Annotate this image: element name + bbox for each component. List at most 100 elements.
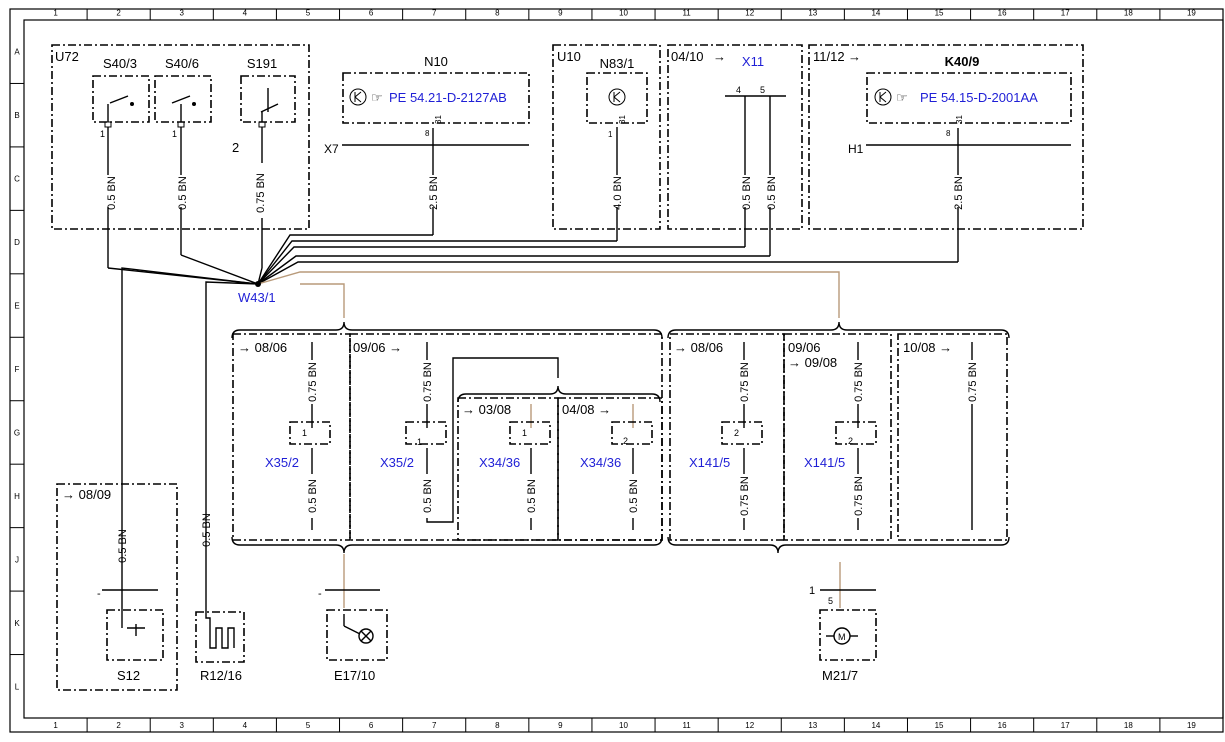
outer-frame bbox=[9, 8, 1224, 733]
x11-link[interactable]: X11 bbox=[742, 54, 764, 69]
grid-column-label: 4 bbox=[243, 9, 248, 18]
k40-9-reference-link[interactable]: PE 54.15-D-2001AA bbox=[920, 90, 1038, 105]
pointing-hand-icon: ☞ bbox=[371, 90, 383, 105]
u72-label: U72 bbox=[55, 49, 79, 64]
variant-date: → 08/06 bbox=[238, 340, 287, 355]
wire-label: 0.75 BN bbox=[307, 362, 319, 402]
h1-label: H1 bbox=[848, 142, 864, 156]
m21-7-pin: 5 bbox=[828, 596, 833, 606]
n10-label: N10 bbox=[424, 54, 448, 69]
pin-5: 5 bbox=[760, 85, 765, 95]
grid-column-label: 8 bbox=[495, 9, 500, 18]
transistor-symbol-icon bbox=[608, 88, 626, 106]
x34-36-link[interactable]: X34/36 bbox=[479, 455, 520, 470]
grid-column-label: 15 bbox=[935, 721, 944, 730]
wire-label: 0.75 BN bbox=[739, 362, 751, 402]
variant-box bbox=[232, 333, 351, 541]
pointing-hand-icon: ☞ bbox=[896, 90, 908, 105]
s40-6-label: S40/6 bbox=[165, 56, 199, 71]
s12-box bbox=[106, 609, 164, 661]
variant-bracket-right bbox=[667, 321, 1010, 554]
s40-3-pin: 1 bbox=[100, 129, 105, 139]
connector-pin: 1 bbox=[302, 428, 307, 438]
s191-pin: 2 bbox=[232, 140, 239, 155]
grid-row-label: E bbox=[14, 302, 19, 311]
wire-label: 4.0 BN bbox=[612, 176, 624, 210]
grid-column-label: 19 bbox=[1187, 721, 1196, 730]
grid-column-label: 6 bbox=[369, 721, 374, 730]
variant-box bbox=[557, 397, 663, 541]
grid-row-label: F bbox=[15, 365, 20, 374]
x34-36-link[interactable]: X34/36 bbox=[580, 455, 621, 470]
grid-column-label: 13 bbox=[808, 9, 817, 18]
grid-column-label: 5 bbox=[306, 9, 311, 18]
variant-date: → 09/08 bbox=[788, 355, 837, 370]
grid-row-label: K bbox=[14, 619, 20, 628]
m21-7-pin: 1 bbox=[809, 585, 815, 597]
x141-5-link[interactable]: X141/5 bbox=[804, 455, 845, 470]
x11-date: 04/10 bbox=[671, 49, 704, 64]
wire-label: 0.75 BN bbox=[853, 362, 865, 402]
grid-column-label: 16 bbox=[998, 721, 1007, 730]
variant-date: 04/08 → bbox=[562, 402, 611, 417]
arrow-right-icon: → bbox=[848, 49, 861, 64]
s40-6-pin: 1 bbox=[172, 129, 177, 139]
grid-column-label: 9 bbox=[558, 721, 563, 730]
x35-2-link[interactable]: X35/2 bbox=[380, 455, 414, 470]
switch-s40-3 bbox=[92, 75, 150, 128]
s191-label: S191 bbox=[247, 56, 277, 71]
variant-date: 09/06 → bbox=[353, 340, 402, 355]
n83-1-box bbox=[586, 72, 648, 124]
wire-label: 0.5 BN bbox=[766, 176, 778, 210]
grid-column-label: 10 bbox=[619, 9, 628, 18]
x7-label: X7 bbox=[324, 142, 339, 156]
grid-column-label: 3 bbox=[180, 721, 185, 730]
u72-box bbox=[51, 44, 310, 230]
variant-box bbox=[783, 333, 892, 541]
wire-label: 0.5 BN bbox=[117, 529, 129, 563]
wire-label: 0.5 BN bbox=[106, 176, 118, 210]
pin-1: 1 bbox=[608, 130, 613, 139]
grid-column-label: 4 bbox=[243, 721, 248, 730]
connector-pin: 2 bbox=[734, 428, 739, 438]
grid-column-label: 14 bbox=[871, 721, 880, 730]
variant-wiring bbox=[311, 342, 973, 530]
connector-x34-36 bbox=[509, 421, 551, 445]
pin-8: 8 bbox=[946, 129, 951, 138]
grid-column-label: 13 bbox=[808, 721, 817, 730]
pin-31: 31 bbox=[618, 115, 627, 124]
connector-pin: 2 bbox=[623, 436, 628, 446]
m21-7-label: M21/7 bbox=[822, 668, 858, 683]
grid-row-label: L bbox=[15, 682, 20, 691]
x35-2-link[interactable]: X35/2 bbox=[265, 455, 299, 470]
top-wiring bbox=[107, 96, 1071, 612]
grid-column-label: 12 bbox=[745, 9, 754, 18]
wire-label: 0.5 BN bbox=[177, 176, 189, 210]
variant-date: 09/06 bbox=[788, 340, 821, 355]
switch-s191 bbox=[240, 75, 296, 128]
splice-point bbox=[255, 281, 261, 287]
s40-3-label: S40/3 bbox=[103, 56, 137, 71]
pin-4: 4 bbox=[736, 85, 741, 95]
wire-label: 0.5 BN bbox=[307, 479, 319, 513]
k40-9-box bbox=[808, 44, 1084, 230]
w43-1-splice-link[interactable]: W43/1 bbox=[238, 290, 276, 305]
grid-column-label: 18 bbox=[1124, 9, 1133, 18]
variant-box bbox=[349, 333, 663, 541]
grid-column-label: 11 bbox=[682, 721, 691, 730]
n10-reference-link[interactable]: PE 54.21-D-2127AB bbox=[389, 90, 507, 105]
pin-8: 8 bbox=[425, 129, 430, 138]
wire-label: 0.5 BN bbox=[526, 479, 538, 513]
grid-row-label: H bbox=[14, 492, 20, 501]
wire-label: 0.5 BN bbox=[422, 479, 434, 513]
n10-box bbox=[342, 72, 530, 124]
e17-10-box bbox=[326, 609, 388, 661]
grid-column-label: 11 bbox=[682, 9, 691, 18]
grid-column-label: 10 bbox=[619, 721, 628, 730]
pin-31: 31 bbox=[955, 115, 964, 124]
connector-x141-5 bbox=[835, 421, 877, 445]
grid-row-label: J bbox=[15, 555, 19, 564]
grid-row-label: B bbox=[14, 111, 19, 120]
variant-date: → 08/09 bbox=[62, 487, 111, 502]
x141-5-link[interactable]: X141/5 bbox=[689, 455, 730, 470]
